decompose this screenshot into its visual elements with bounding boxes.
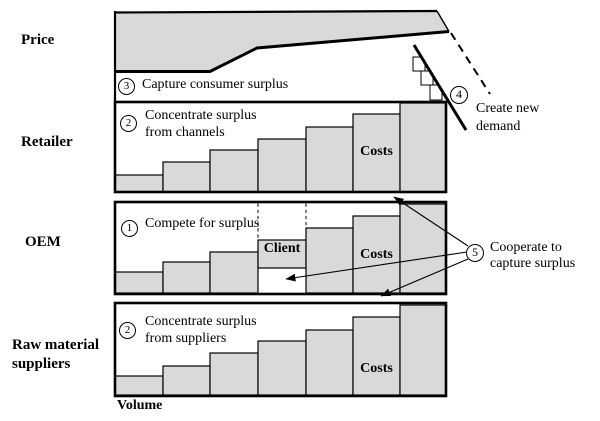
create-new-demand-label-line1: Create new xyxy=(476,101,540,116)
oem-costs-label: Costs xyxy=(360,247,393,262)
raw-material-box xyxy=(113,301,448,398)
cost-bar xyxy=(114,271,164,294)
circled-number-5: 5 xyxy=(466,244,484,262)
create-new-demand-label-line2: demand xyxy=(476,119,521,134)
price-area xyxy=(113,9,450,102)
circled-number-2-channels: 2 xyxy=(120,115,137,132)
retailer-row-label: Retailer xyxy=(21,134,73,150)
capture-consumer-surplus-label: Capture consumer surplus xyxy=(142,77,289,92)
raw-costs-label: Costs xyxy=(360,361,393,376)
price-line xyxy=(115,30,450,73)
cost-bar xyxy=(305,329,354,396)
compete-for-surplus-label: Compete for surplus xyxy=(145,216,260,231)
raw-material-band xyxy=(113,301,448,398)
arrow-to-retailer-boundary xyxy=(393,196,469,247)
price-area-top-edge xyxy=(113,9,438,14)
demand-steps xyxy=(412,56,443,101)
circled-number-4: 4 xyxy=(450,86,468,104)
retailer-costs-label: Costs xyxy=(360,144,393,159)
retailer-box xyxy=(113,100,448,194)
price-row-label: Price xyxy=(21,32,55,48)
costs-bar xyxy=(352,316,401,396)
circled-number-1: 1 xyxy=(121,220,138,237)
arrow-to-supplier-boundary xyxy=(380,258,469,297)
price-surplus-region xyxy=(115,11,449,72)
cost-bar xyxy=(162,261,211,294)
new-demand-group xyxy=(412,32,491,131)
raw-material-row-label-line1: Raw material xyxy=(12,337,100,353)
cost-bar xyxy=(257,138,307,193)
costs-bar xyxy=(352,113,401,193)
cooperate-label-line2: capture surplus xyxy=(490,256,576,271)
cost-bar xyxy=(305,227,354,294)
new-demand-line xyxy=(412,44,468,131)
cost-bar xyxy=(399,203,447,294)
cost-bar xyxy=(399,102,447,193)
arrow-to-client xyxy=(285,251,468,282)
cost-bar xyxy=(305,126,354,193)
cooperate-arrows xyxy=(285,196,469,297)
cost-bar xyxy=(162,365,211,396)
volume-axis-label: Volume xyxy=(117,398,163,413)
cost-bar xyxy=(114,375,164,396)
cooperate-label-line1: Cooperate to xyxy=(490,240,562,255)
concentrate-channels-label-line1: Concentrate surplus xyxy=(145,108,257,123)
cost-bar xyxy=(209,251,259,294)
cost-bar xyxy=(257,340,307,396)
retailer-band xyxy=(113,100,448,194)
concentrate-channels-label-line2: from channels xyxy=(145,125,225,140)
concentrate-suppliers-label-line1: Concentrate surplus xyxy=(145,314,257,329)
dashed-demand-projection xyxy=(450,32,491,95)
cost-bar xyxy=(209,352,259,396)
oem-client-label: Client xyxy=(263,241,301,256)
circled-number-2-suppliers: 2 xyxy=(119,322,136,339)
raw-material-row-label-line2: suppliers xyxy=(12,356,71,372)
cost-bar xyxy=(209,149,259,193)
price-area-right-edge xyxy=(436,10,450,32)
cost-bar xyxy=(162,161,211,193)
costs-bar xyxy=(352,215,401,294)
cost-bar xyxy=(114,174,164,193)
concentrate-suppliers-label-line2: from suppliers xyxy=(145,331,227,346)
oem-box xyxy=(113,200,448,296)
oem-row-label: OEM xyxy=(25,234,61,250)
circled-number-3: 3 xyxy=(118,78,135,95)
cost-bar xyxy=(399,304,447,396)
